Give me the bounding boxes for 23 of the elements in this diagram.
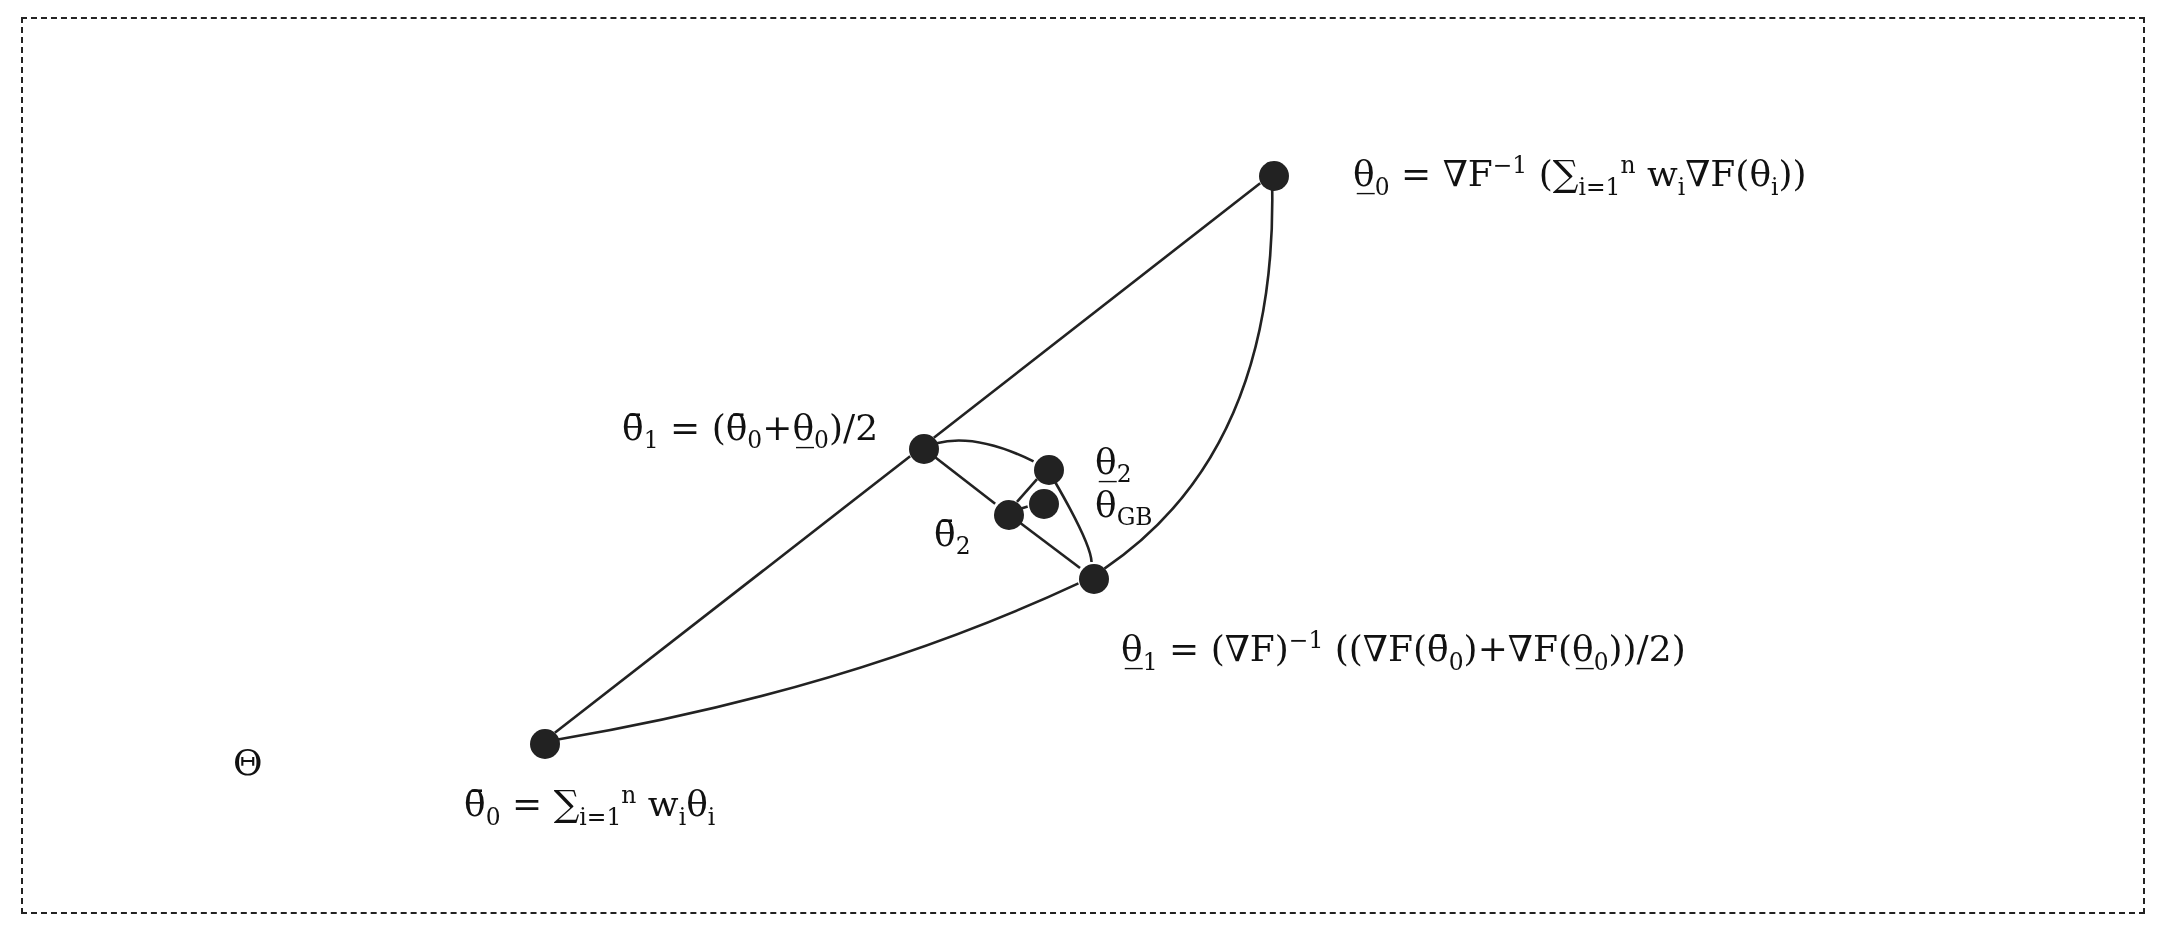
curve-line [557, 582, 1079, 741]
straight-line [1018, 521, 1081, 569]
curve-line [1103, 189, 1274, 570]
point-dot [530, 729, 560, 759]
set-symbol: Θ [233, 741, 263, 785]
dashed-frame [21, 17, 2145, 914]
straight-line [1016, 478, 1038, 503]
straight-line [933, 455, 996, 505]
point-formula: θ̲$_{0}$ = ∇F$^{−1}$ (∑$_{i=1}$$^{n}$ w$_{i}$∇F(θ$_{i}$)) [1353, 151, 1807, 201]
curve-line [936, 439, 1035, 463]
point-dot [1034, 455, 1064, 485]
point-dot [1079, 564, 1109, 594]
point-formula: θ̲$_{1}$ = (∇F)$^{−1}$ ((∇F(θ̄$_{0}$)+∇F(θ̲$_{0}$))/2) [1121, 626, 1686, 676]
point-dot [1259, 161, 1289, 191]
straight-line [1020, 505, 1029, 510]
point-dot [994, 500, 1024, 530]
point-formula: θ̄$_{2}$ [934, 511, 971, 561]
point-dot [909, 434, 939, 464]
point-dot [1029, 489, 1059, 519]
straight-line [933, 182, 1261, 439]
point-formula: θ̄$_{0}$ = ∑$_{i=1}$$^{n}$ w$_{i}$θ$_{i}$ [464, 781, 716, 831]
point-formula: θ̄$_{1}$ = (θ̄$_{0}$+θ̲$_{0}$)/2 [622, 405, 879, 455]
straight-line [554, 455, 911, 734]
